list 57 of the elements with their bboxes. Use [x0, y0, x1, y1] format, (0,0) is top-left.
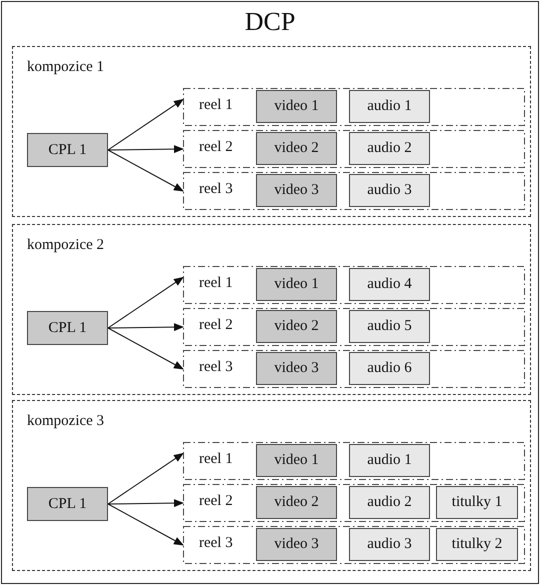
reel-container: [183, 484, 525, 522]
reel-label: reel 3: [199, 359, 233, 376]
audio-box: audio 5: [349, 310, 430, 343]
arrow: [108, 323, 184, 332]
audio-box: audio 1: [349, 444, 430, 477]
audio-box: audio 3: [349, 174, 430, 207]
reel-label: reel 2: [199, 493, 233, 510]
arrow: [108, 276, 184, 328]
audio-box: audio 3: [349, 528, 430, 561]
video-box: video 3: [256, 174, 337, 207]
video-box: video 3: [256, 352, 337, 385]
arrow: [108, 499, 184, 508]
composition-group: [12, 46, 531, 217]
reel-label: reel 2: [199, 139, 233, 156]
reel-label: reel 1: [199, 275, 233, 292]
cpl-box: CPL 1: [27, 133, 108, 167]
group-label: kompozice 3: [27, 413, 104, 430]
reel-container: [183, 88, 525, 126]
arrow: [108, 150, 184, 192]
audio-box: audio 2: [349, 132, 430, 165]
video-box: video 2: [256, 310, 337, 343]
reel-label: reel 1: [199, 451, 233, 468]
reel-container: [183, 172, 525, 210]
reel-container: [183, 308, 525, 346]
subtitles-box: titulky 2: [436, 528, 518, 561]
subtitles-box: titulky 1: [436, 486, 518, 519]
video-box: video 3: [256, 528, 337, 561]
arrow: [108, 145, 184, 154]
reel-label: reel 3: [199, 181, 233, 198]
composition-group: [12, 224, 531, 395]
audio-box: audio 4: [349, 268, 430, 301]
video-box: video 1: [256, 90, 337, 123]
audio-box: audio 1: [349, 90, 430, 123]
arrow: [108, 452, 184, 504]
video-box: video 2: [256, 132, 337, 165]
reel-label: reel 3: [199, 535, 233, 552]
group-label: kompozice 1: [27, 59, 104, 76]
reel-label: reel 1: [199, 97, 233, 114]
reel-container: [183, 442, 525, 480]
audio-box: audio 2: [349, 486, 430, 519]
composition-group: [12, 400, 531, 571]
cpl-box: CPL 1: [27, 311, 108, 345]
reel-container: [183, 266, 525, 304]
video-box: video 2: [256, 486, 337, 519]
frame-label: DCP: [244, 7, 296, 37]
audio-box: audio 6: [349, 352, 430, 385]
group-label: kompozice 2: [27, 237, 104, 254]
arrow: [108, 98, 184, 150]
video-box: video 1: [256, 268, 337, 301]
arrow: [108, 328, 184, 370]
reel-container: [183, 526, 525, 564]
arrow: [108, 504, 184, 546]
reel-label: reel 2: [199, 317, 233, 334]
cpl-box: CPL 1: [27, 487, 108, 521]
reel-container: [183, 130, 525, 168]
reel-container: [183, 350, 525, 388]
video-box: video 1: [256, 444, 337, 477]
